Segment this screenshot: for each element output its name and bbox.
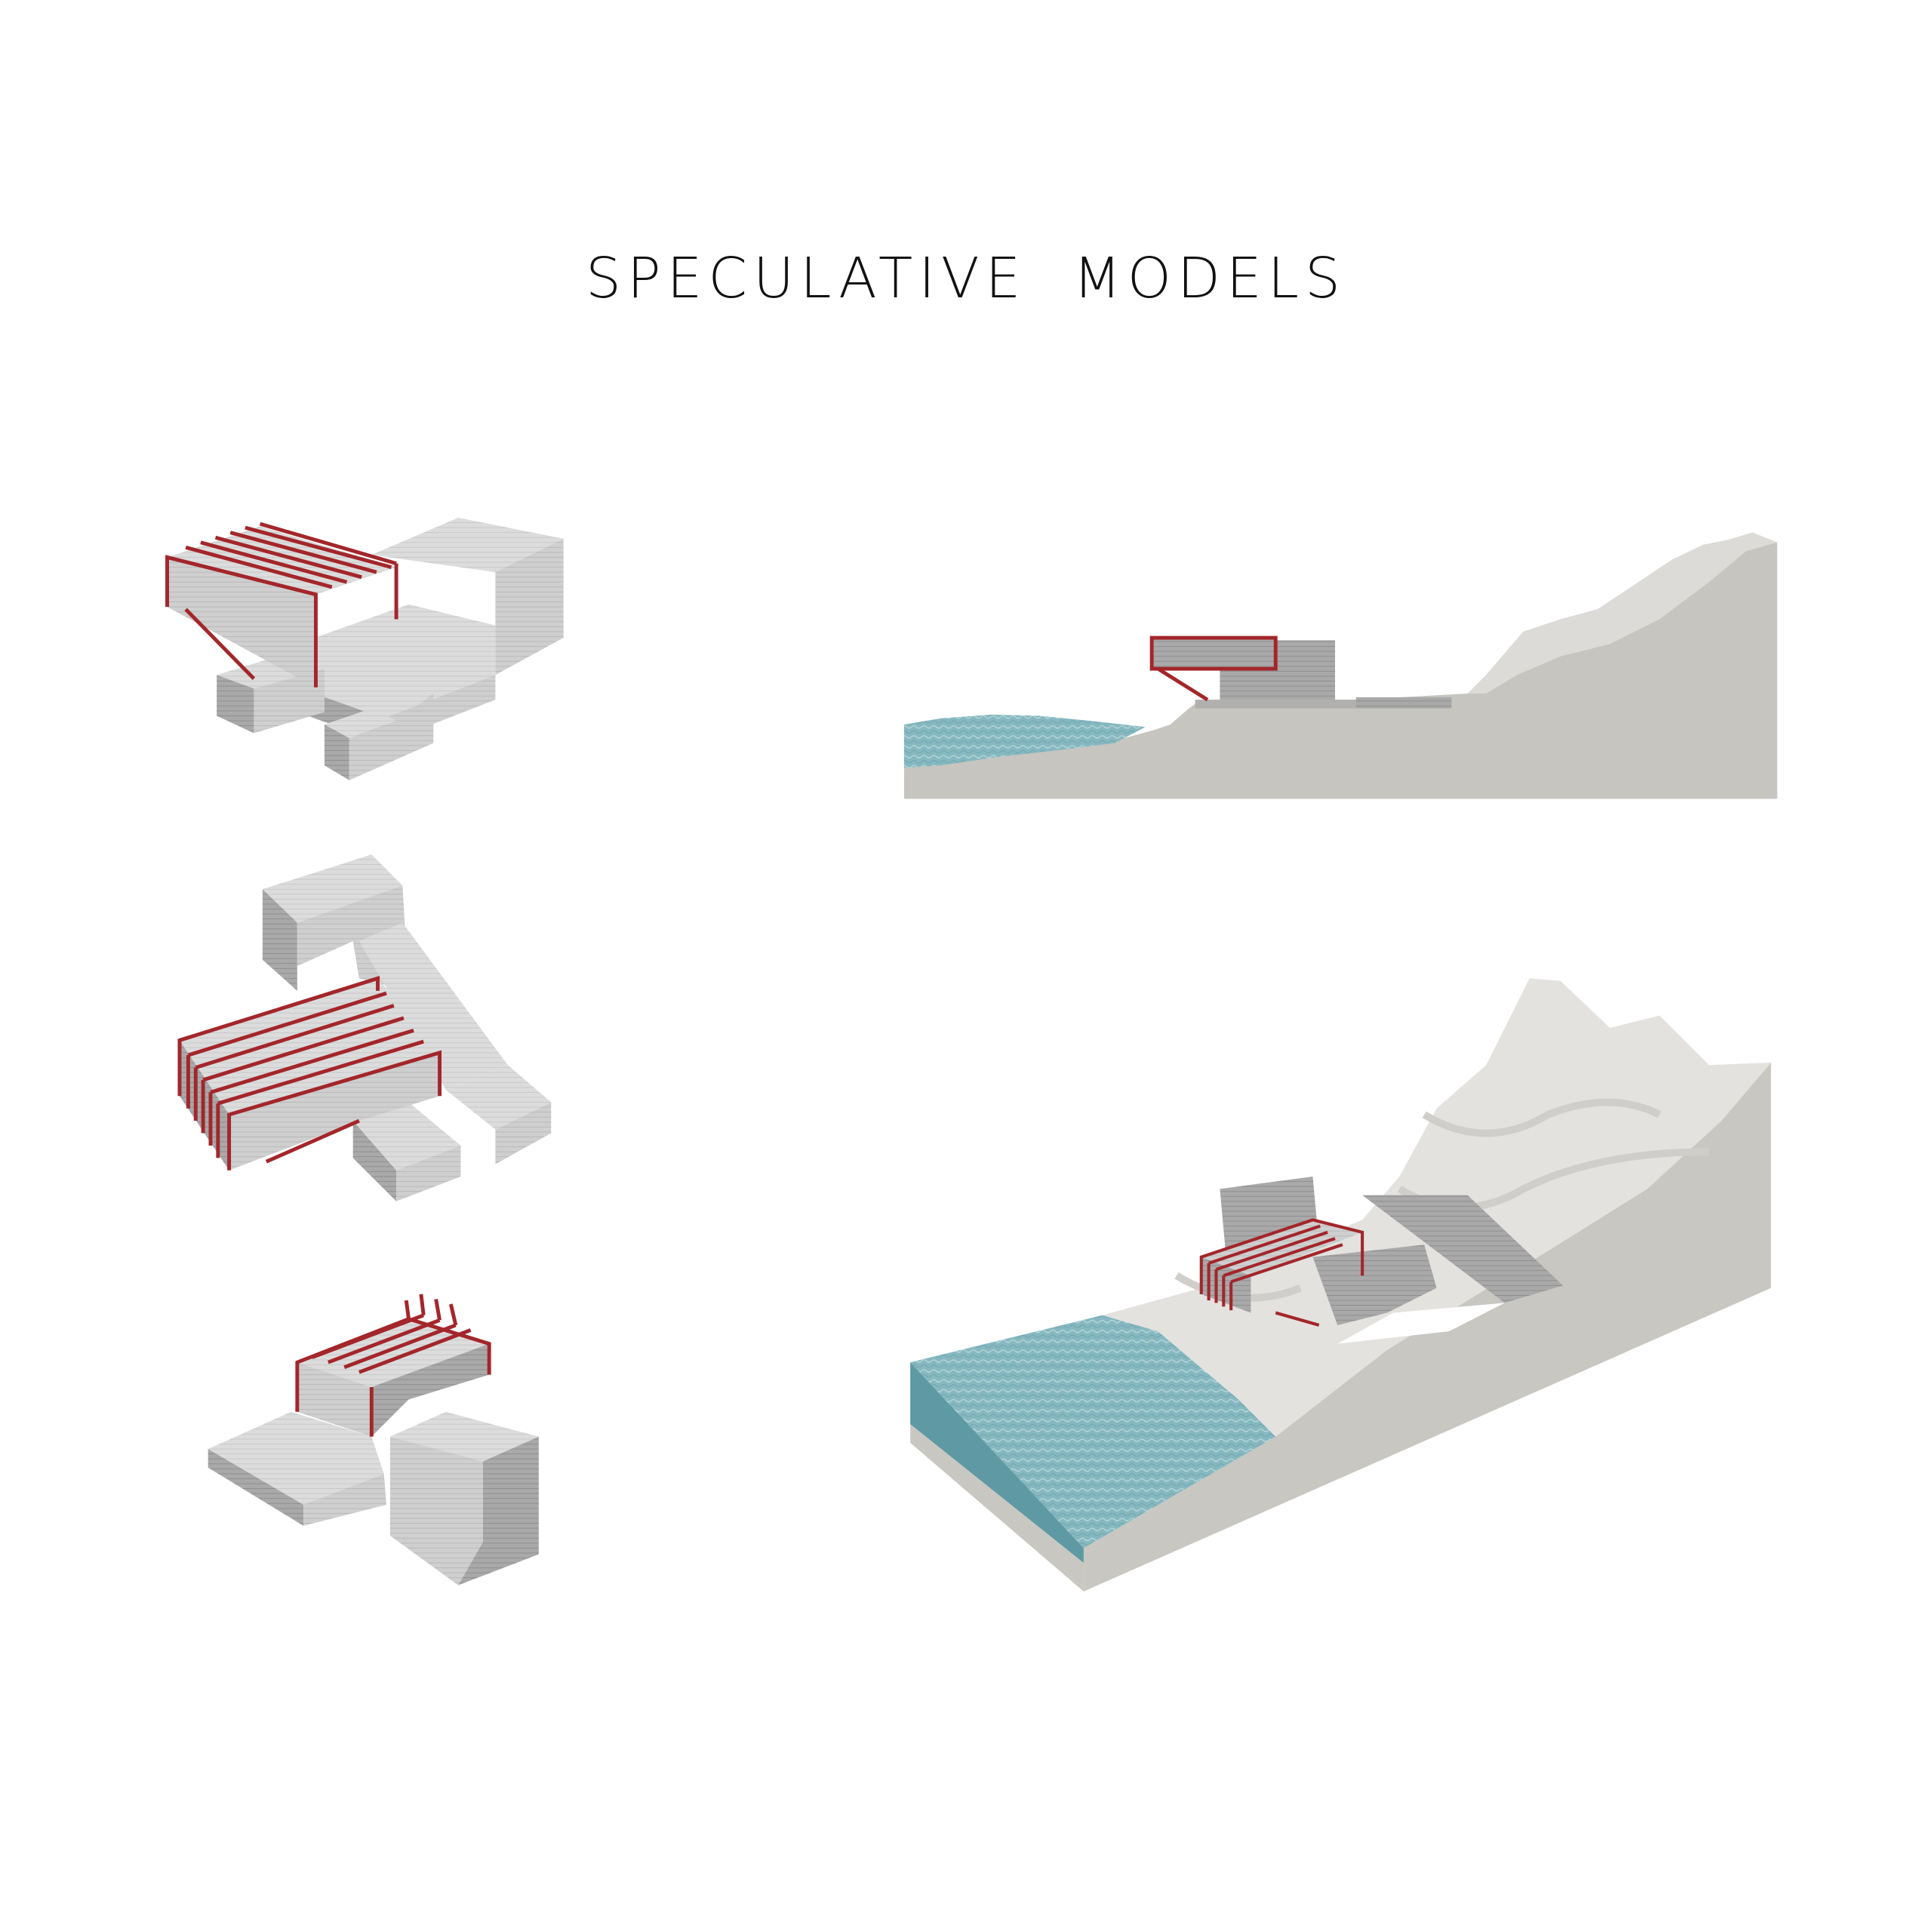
site-section-model [903, 532, 1777, 799]
page-title: SPECULATIVE MODELS [586, 246, 1346, 311]
water [910, 1315, 1276, 1549]
speculative-model-3 [208, 1294, 539, 1586]
site-axonometric-model [910, 978, 1771, 1592]
speculative-model-1 [165, 517, 564, 780]
red-frame-rods [165, 521, 398, 688]
red-frame-rods [1199, 1218, 1364, 1327]
red-frame-rods [177, 976, 442, 1171]
speculative-model-2 [177, 854, 552, 1201]
red-frame-rods [295, 1294, 491, 1437]
water [903, 714, 1146, 768]
